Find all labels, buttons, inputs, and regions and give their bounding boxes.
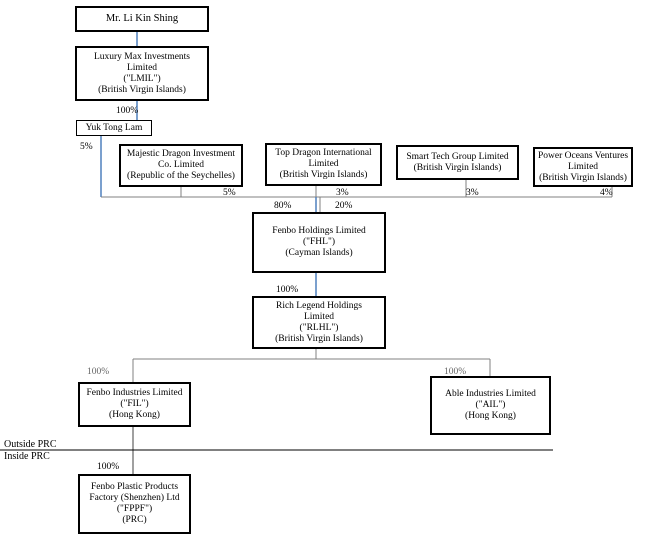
entity-smart-tech: Smart Tech Group Limited (British Virgin… xyxy=(396,145,519,180)
entity-rlhl: Rich Legend Holdings Limited ("RLHL") (B… xyxy=(252,296,386,349)
entity-line: Top Dragon International xyxy=(275,148,372,158)
pct-rlhl-fil: 100% xyxy=(87,367,110,377)
entity-line: Limited xyxy=(303,311,335,322)
entity-line: ("FPPF") xyxy=(116,504,153,514)
pct-majestic-fhl: 5% xyxy=(223,188,236,198)
entity-name: Mr. Li Kin Shing xyxy=(105,13,179,24)
pct-fhl-right: 20% xyxy=(335,201,353,211)
entity-top-dragon: Top Dragon International Limited (Britis… xyxy=(265,143,382,186)
entity-line: ("LMIL") xyxy=(123,73,161,84)
pct-fil-fppf: 100% xyxy=(97,462,120,472)
entity-line: Luxury Max Investments xyxy=(93,51,191,62)
entity-line: (British Virgin Islands) xyxy=(413,162,502,173)
entity-line: Limited xyxy=(567,161,599,172)
pct-lmil-ytl: 100% xyxy=(116,106,139,116)
entity-line: Limited xyxy=(308,159,339,169)
entity-line: (Hong Kong) xyxy=(465,411,516,421)
entity-fil: Fenbo Industries Limited ("FIL") (Hong K… xyxy=(78,382,191,427)
entity-line: ("FHL") xyxy=(302,237,336,247)
entity-line: Fenbo Holdings Limited xyxy=(272,226,366,236)
entity-line: Smart Tech Group Limited xyxy=(406,151,509,162)
pct-rlhl-ail: 100% xyxy=(444,367,467,377)
entity-line: ("AIL") xyxy=(475,400,506,410)
entity-line: (British Virgin Islands) xyxy=(279,170,368,180)
region-inside-prc: Inside PRC xyxy=(4,451,50,462)
pct-smarttech-fhl: 3% xyxy=(466,188,479,198)
entity-line: ("RLHL") xyxy=(299,322,339,333)
entity-majestic-dragon: Majestic Dragon Investment Co. Limited (… xyxy=(119,144,243,187)
entity-lmil: Luxury Max Investments Limited ("LMIL") … xyxy=(75,46,209,101)
pct-topdragon-fhl: 3% xyxy=(336,188,349,198)
entity-line: (Republic of the Seychelles) xyxy=(127,171,235,181)
pct-fhl-left: 80% xyxy=(274,201,292,211)
entity-name: Yuk Tong Lam xyxy=(85,122,143,133)
pct-fhl-rlhl: 100% xyxy=(276,285,299,295)
entity-ail: Able Industries Limited ("AIL") (Hong Ko… xyxy=(430,376,551,435)
entity-line: Limited xyxy=(126,62,158,73)
entity-line: (Hong Kong) xyxy=(109,410,160,420)
entity-li-kin-shing: Mr. Li Kin Shing xyxy=(75,6,209,32)
entity-line: Power Oceans Ventures xyxy=(537,150,629,161)
entity-line: Majestic Dragon Investment xyxy=(126,149,236,159)
entity-line: (British Virgin Islands) xyxy=(539,172,627,183)
entity-line: (British Virgin Islands) xyxy=(275,333,363,344)
entity-fppf: Fenbo Plastic Products Factory (Shenzhen… xyxy=(78,474,191,534)
entity-line: Rich Legend Holdings xyxy=(275,300,362,311)
pct-poweroceans-fhl: 4% xyxy=(600,188,613,198)
entity-line: ("FIL") xyxy=(120,399,149,409)
entity-line: Fenbo Plastic Products xyxy=(90,482,179,492)
entity-line: (Cayman Islands) xyxy=(285,248,353,258)
entity-power-oceans: Power Oceans Ventures Limited (British V… xyxy=(533,147,633,187)
entity-line: (British Virgin Islands) xyxy=(98,84,186,95)
entity-line: Fenbo Industries Limited xyxy=(86,388,183,398)
pct-ytl-fhl: 5% xyxy=(80,142,93,152)
region-outside-prc: Outside PRC xyxy=(4,439,57,450)
entity-fhl: Fenbo Holdings Limited ("FHL") (Cayman I… xyxy=(252,212,386,273)
entity-line: Factory (Shenzhen) Ltd xyxy=(89,493,180,503)
entity-line: (PRC) xyxy=(122,515,147,525)
entity-yuk-tong-lam: Yuk Tong Lam xyxy=(76,120,152,136)
entity-line: Co. Limited xyxy=(158,160,204,170)
entity-line: Able Industries Limited xyxy=(445,389,536,399)
